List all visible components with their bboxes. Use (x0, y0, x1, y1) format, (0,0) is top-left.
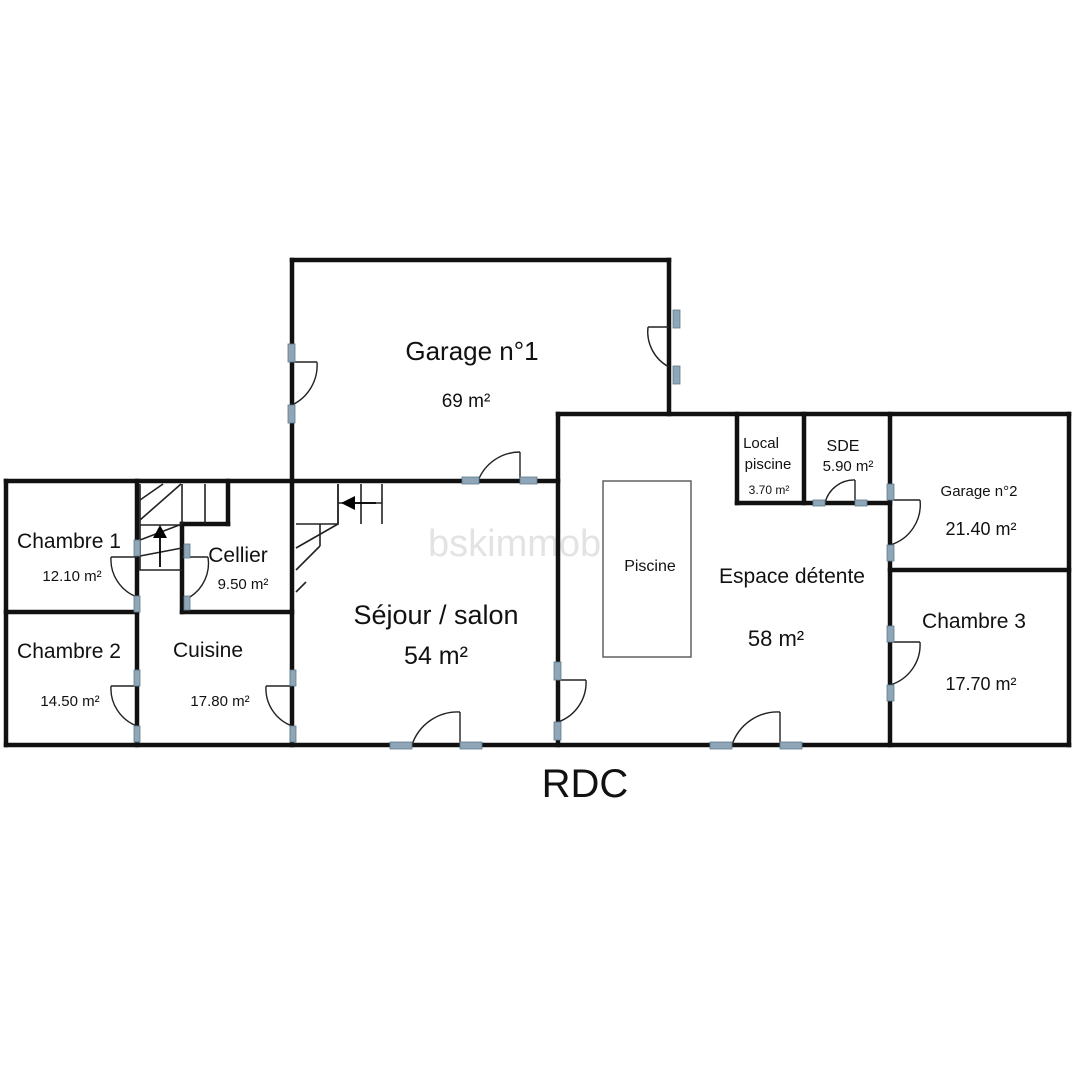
garage1-area: 69 m² (442, 391, 491, 412)
pool-outline (602, 480, 692, 658)
espace-name: Espace détente (719, 565, 865, 588)
chambre1-area: 12.10 m² (42, 568, 101, 585)
stair-arrow-sejour-icon (341, 496, 376, 510)
garage1-name: Garage n°1 (405, 336, 538, 366)
cuisine-name: Cuisine (173, 639, 243, 662)
garage2-area: 21.40 m² (945, 519, 1016, 539)
cuisine-area: 17.80 m² (190, 693, 249, 710)
local-piscine-name-line2: piscine (745, 456, 792, 473)
doors (110, 326, 921, 746)
chambre1-name: Chambre 1 (17, 530, 121, 553)
sde-area: 5.90 m² (823, 458, 874, 475)
local-piscine-area: 3.70 m² (749, 483, 790, 497)
floor-label: RDC (542, 762, 629, 806)
chambre3-name: Chambre 3 (922, 610, 1026, 633)
piscine-name: Piscine (624, 558, 676, 575)
sejour-name: Séjour / salon (353, 600, 518, 630)
sejour-area: 54 m² (404, 642, 468, 670)
staircase-sejour (295, 484, 383, 593)
door-jambs (133, 309, 895, 750)
chambre2-area: 14.50 m² (40, 693, 99, 710)
chambre2-name: Chambre 2 (17, 640, 121, 663)
stair-arrow-left-icon (153, 525, 167, 567)
espace-area: 58 m² (748, 626, 804, 651)
garage2-name: Garage n°2 (941, 483, 1018, 500)
cellier-name: Cellier (208, 544, 268, 567)
cellier-area: 9.50 m² (218, 576, 269, 593)
local-piscine-name-line1: Local (743, 435, 779, 452)
chambre3-area: 17.70 m² (945, 674, 1016, 694)
sde-name: SDE (827, 438, 860, 455)
